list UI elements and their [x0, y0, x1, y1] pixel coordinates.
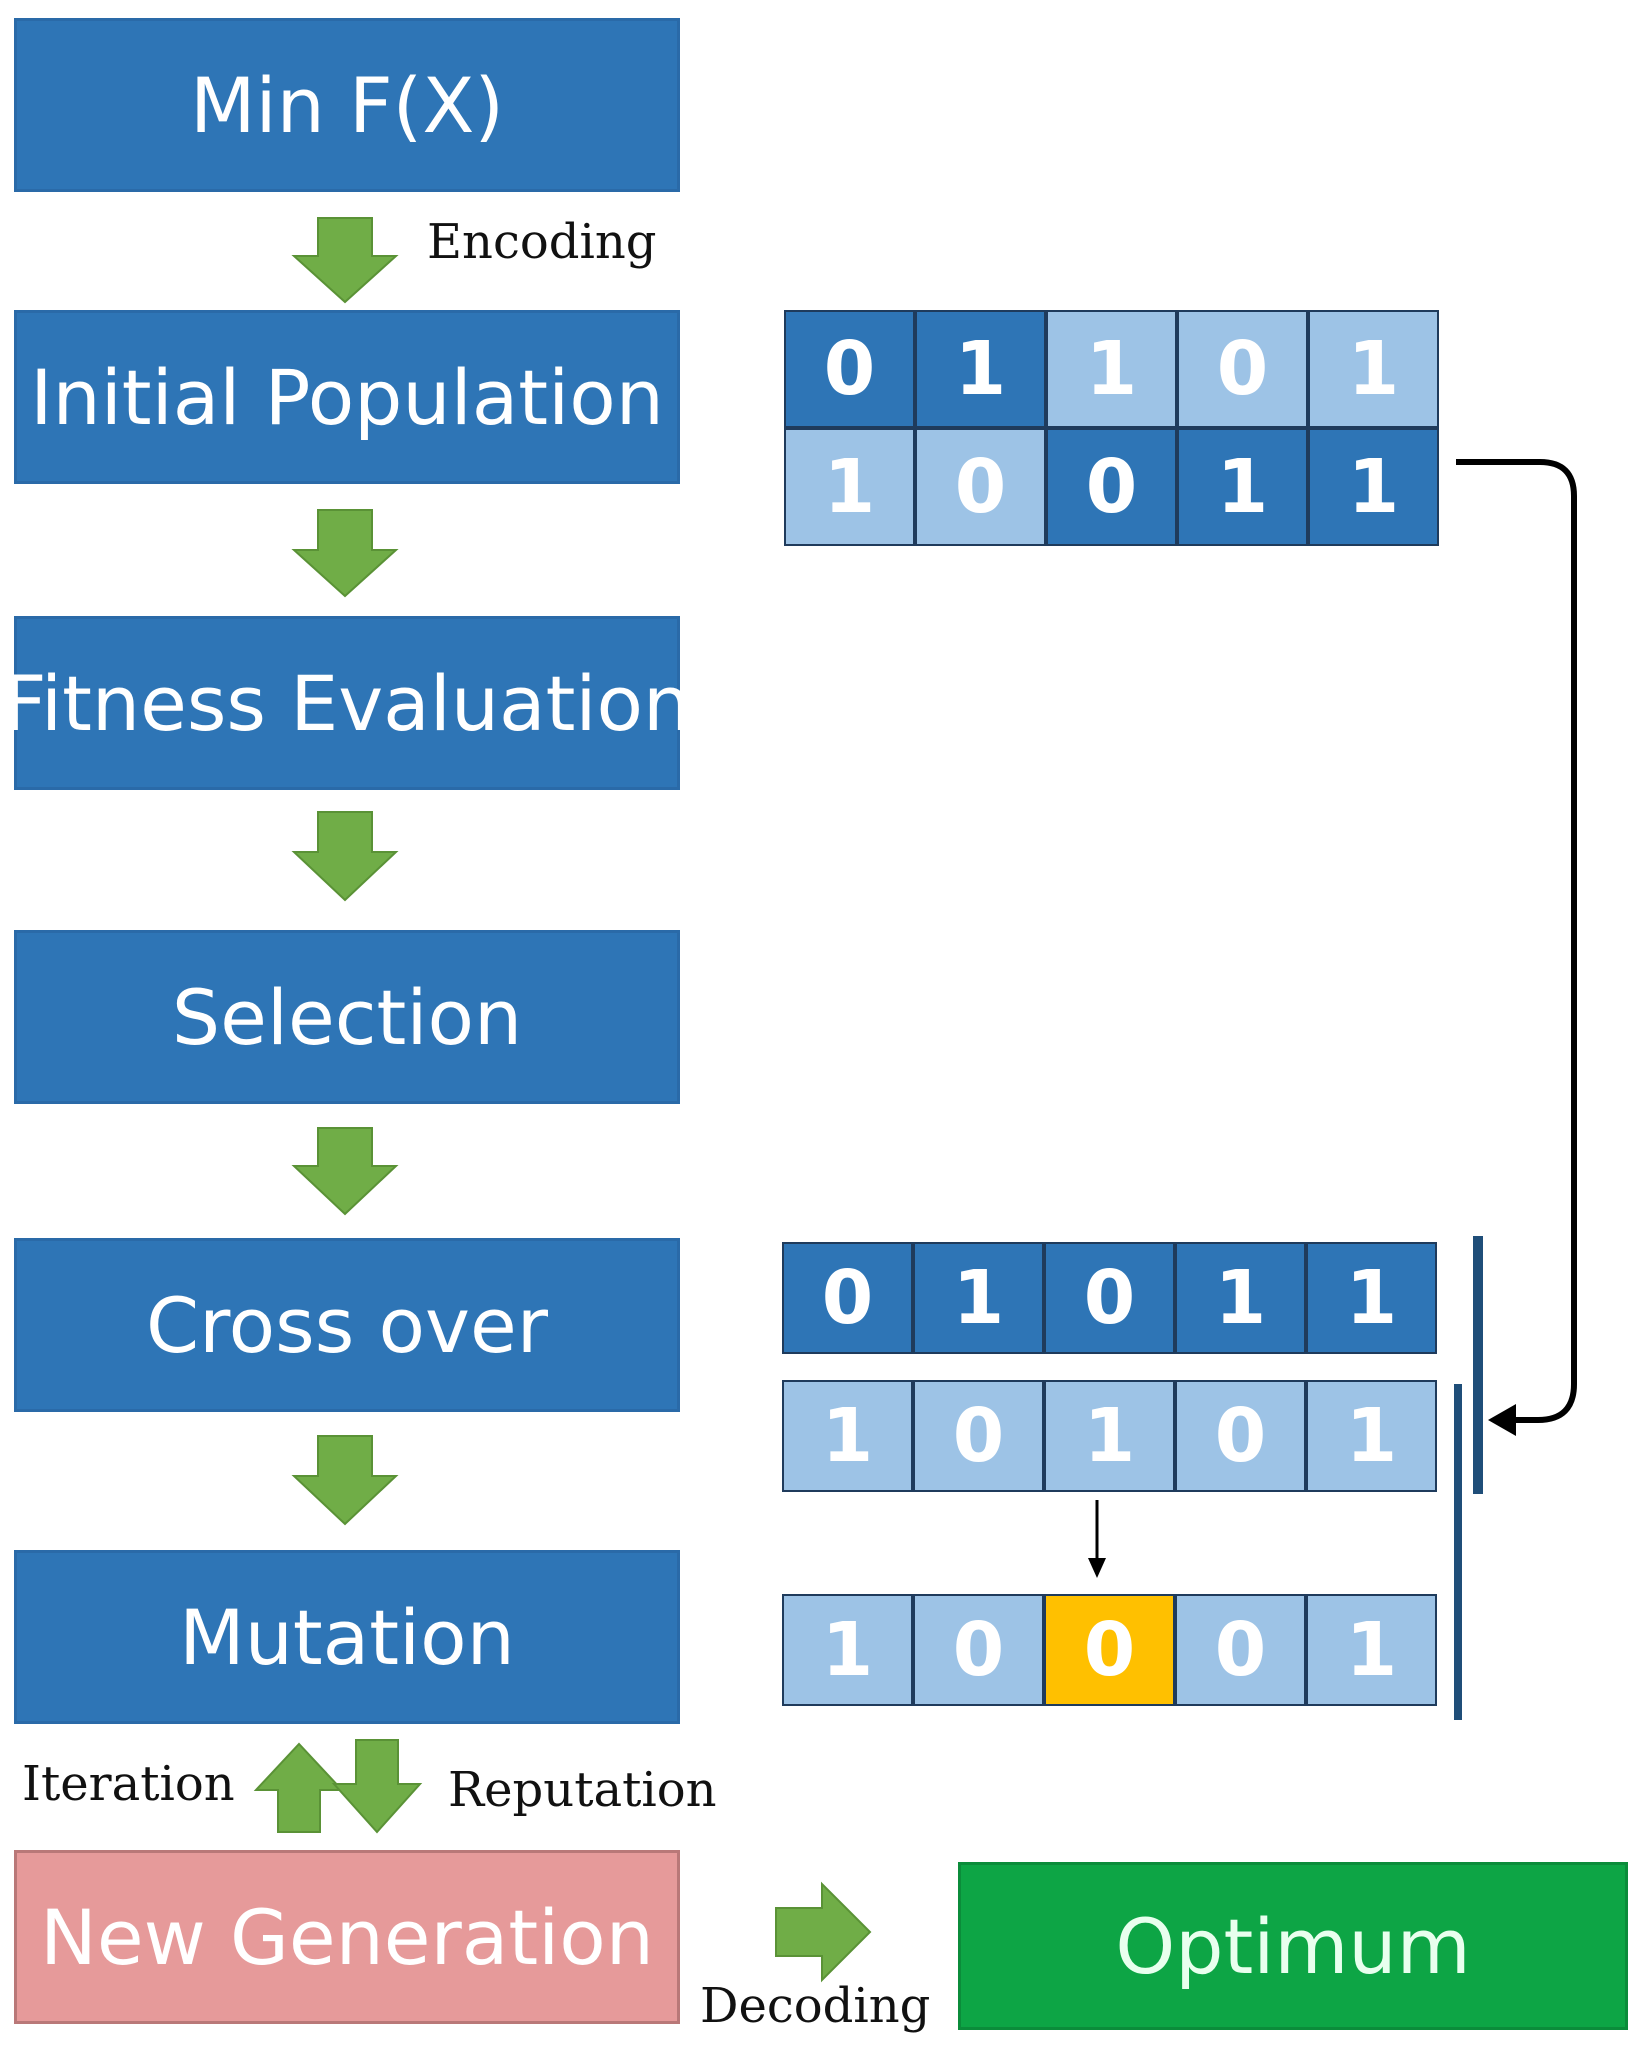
- down-arrow-icon: [291, 509, 399, 598]
- arrowhead-icon: [1488, 1404, 1516, 1436]
- step-fitness-evaluation: Fitness Evaluation: [3, 616, 691, 790]
- crossover-bit-cell: 0: [782, 1242, 913, 1354]
- step-selection: Selection: [14, 930, 680, 1104]
- initial-bit-cell: 1: [784, 428, 915, 546]
- step-optimum: Optimum: [958, 1862, 1628, 2030]
- step-min-fx: Min F(X): [14, 18, 680, 192]
- mutation-bit-cell: 0: [913, 1594, 1044, 1706]
- mutation-bit-cell: 1: [782, 1594, 913, 1706]
- right-arrow-icon: [775, 1881, 872, 1983]
- mutation-pointer-arrowhead-icon: [1088, 1558, 1106, 1578]
- encoding-label: Encoding: [427, 214, 657, 270]
- initial-bit-cell: 0: [915, 428, 1046, 546]
- initial-bit-cell: 0: [1046, 428, 1177, 546]
- down-arrow-icon: [291, 217, 399, 304]
- step-mutation: Mutation: [14, 1550, 680, 1724]
- crossover-bit-cell: 1: [1306, 1242, 1437, 1354]
- mutation-bit-cell: 0: [1044, 1594, 1175, 1706]
- mutation-bit-cell: 1: [1306, 1594, 1437, 1706]
- down-arrow-icon: [291, 1127, 399, 1216]
- crossover-bit-cell: 0: [1044, 1242, 1175, 1354]
- population-to-crossover-connector: [1456, 459, 1577, 1423]
- crossover-bit-cell: 0: [1175, 1380, 1306, 1492]
- up-arrow-icon: [253, 1742, 345, 1833]
- reputation-label: Reputation: [448, 1762, 717, 1818]
- initial-bit-cell: 0: [1177, 310, 1308, 428]
- initial-bit-cell: 1: [1177, 428, 1308, 546]
- decoding-label: Decoding: [700, 1978, 931, 2034]
- initial-bit-cell: 1: [1308, 428, 1439, 546]
- iteration-label: Iteration: [22, 1756, 235, 1812]
- step-initial-population: Initial Population: [14, 310, 680, 484]
- down-arrow-icon: [291, 811, 399, 902]
- crossover-bit-cell: 1: [1044, 1380, 1175, 1492]
- crossover-bit-cell: 1: [1175, 1242, 1306, 1354]
- crossover-bit-cell: 1: [913, 1242, 1044, 1354]
- mutation-bit-cell: 0: [1175, 1594, 1306, 1706]
- down-arrow-icon: [291, 1435, 399, 1526]
- down-arrow-icon: [331, 1739, 423, 1834]
- initial-bit-cell: 1: [1046, 310, 1177, 428]
- step-new-generation: New Generation: [14, 1850, 680, 2024]
- crossover-bit-cell: 1: [1306, 1380, 1437, 1492]
- step-cross-over: Cross over: [14, 1238, 680, 1412]
- initial-bit-cell: 0: [784, 310, 915, 428]
- initial-bit-cell: 1: [1308, 310, 1439, 428]
- crossover-bit-cell: 1: [782, 1380, 913, 1492]
- initial-bit-cell: 1: [915, 310, 1046, 428]
- crossover-bit-cell: 0: [913, 1380, 1044, 1492]
